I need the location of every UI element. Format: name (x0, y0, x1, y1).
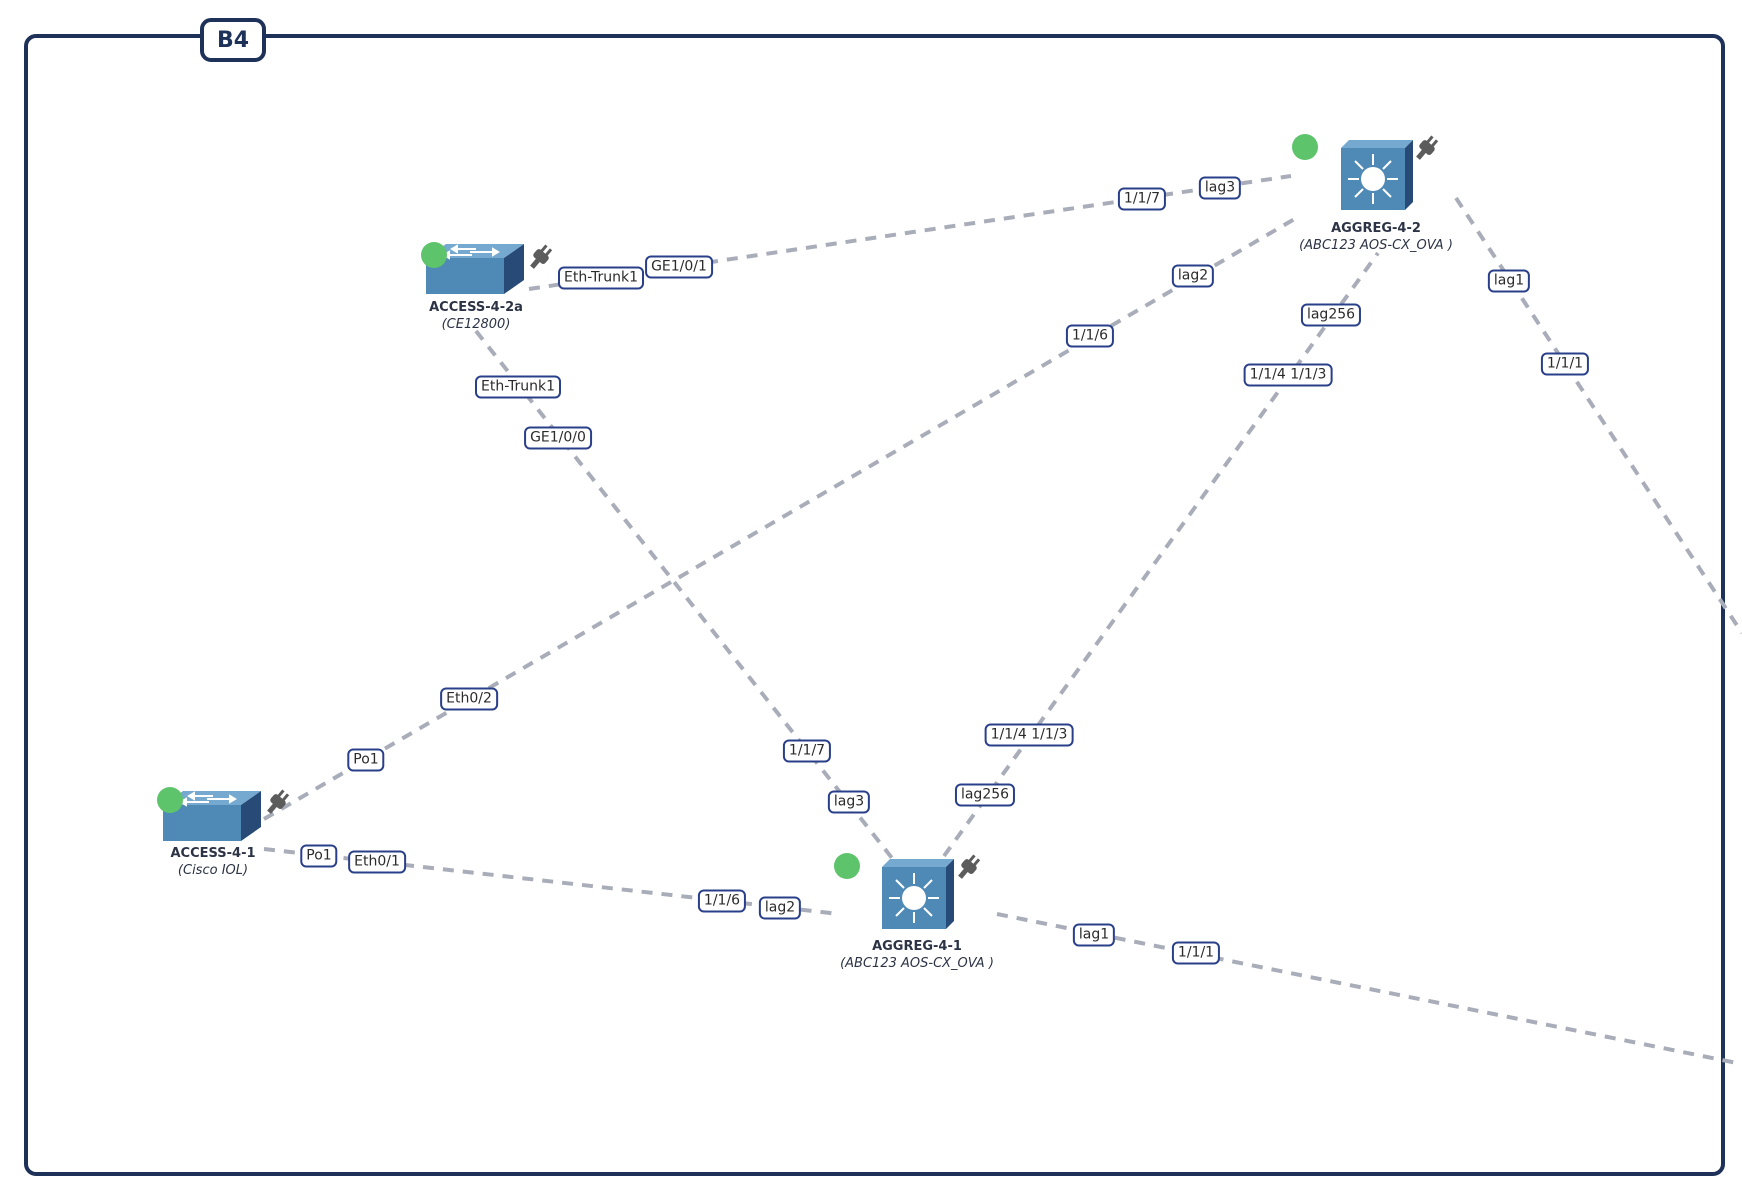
plug-icon[interactable] (1411, 133, 1441, 167)
port-label[interactable]: 1/1/4 1/1/3 (1243, 363, 1333, 387)
port-label[interactable]: Eth-Trunk1 (475, 375, 561, 399)
port-label[interactable]: 1/1/7 (1117, 187, 1167, 211)
switch-icon (163, 791, 261, 841)
node-model: (CE12800) (441, 317, 511, 332)
link-line-2[interactable] (262, 215, 1300, 821)
multilayer-switch-icon (882, 859, 954, 929)
plug-icon[interactable] (262, 787, 292, 821)
port-label[interactable]: Eth-Trunk1 (558, 266, 644, 290)
switch-icon (426, 244, 524, 294)
port-label[interactable]: 1/1/6 (1065, 324, 1115, 348)
port-label[interactable]: Eth0/1 (348, 850, 406, 874)
group-label-b4[interactable]: B4 (200, 18, 266, 62)
port-label[interactable]: lag2 (758, 896, 802, 920)
port-label[interactable]: 1/1/1 (1540, 352, 1590, 376)
device-aggreg-4-1[interactable] (882, 859, 954, 935)
status-up-indicator (157, 787, 183, 813)
port-label[interactable]: GE1/0/0 (524, 426, 592, 450)
port-label[interactable]: lag3 (1198, 176, 1242, 200)
device-access-4-1[interactable] (163, 791, 263, 847)
node-name: AGGREG-4-2 (1331, 221, 1421, 236)
port-label[interactable]: lag1 (1487, 269, 1531, 293)
port-label[interactable]: 1/1/1 (1171, 941, 1221, 965)
plug-icon[interactable] (525, 242, 555, 276)
port-label[interactable]: lag3 (827, 790, 871, 814)
plug-icon[interactable] (953, 852, 983, 886)
node-model: (Cisco IOL) (177, 863, 249, 878)
multilayer-switch-icon (1341, 140, 1413, 210)
node-name: ACCESS-4-2a (429, 300, 523, 315)
device-access-4-2a[interactable] (426, 244, 526, 300)
device-aggreg-4-2[interactable] (1341, 140, 1413, 216)
port-label[interactable]: lag1 (1072, 923, 1116, 947)
port-label[interactable]: lag256 (1300, 303, 1362, 327)
status-up-indicator (421, 242, 447, 268)
link-line-6[interactable] (1454, 196, 1742, 635)
port-label[interactable]: 1/1/4 1/1/3 (984, 723, 1074, 747)
node-model: (ABC123 AOS-CX_OVA ) (840, 956, 994, 971)
port-label[interactable]: Po1 (300, 844, 338, 868)
port-label[interactable]: 1/1/6 (697, 889, 747, 913)
port-label[interactable]: lag256 (954, 783, 1016, 807)
link-line-3[interactable] (942, 251, 1380, 858)
status-up-indicator (1292, 134, 1318, 160)
node-name: ACCESS-4-1 (170, 846, 256, 861)
port-label[interactable]: Po1 (347, 748, 385, 772)
status-up-indicator (834, 853, 860, 879)
node-model: (ABC123 AOS-CX_OVA ) (1299, 238, 1453, 253)
port-label[interactable]: 1/1/7 (782, 739, 832, 763)
port-label[interactable]: lag2 (1171, 264, 1215, 288)
port-label[interactable]: GE1/0/1 (645, 255, 713, 279)
port-label[interactable]: Eth0/2 (440, 687, 498, 711)
link-line-1[interactable] (474, 329, 894, 860)
link-line-5[interactable] (996, 912, 1742, 1066)
node-name: AGGREG-4-1 (872, 939, 962, 954)
